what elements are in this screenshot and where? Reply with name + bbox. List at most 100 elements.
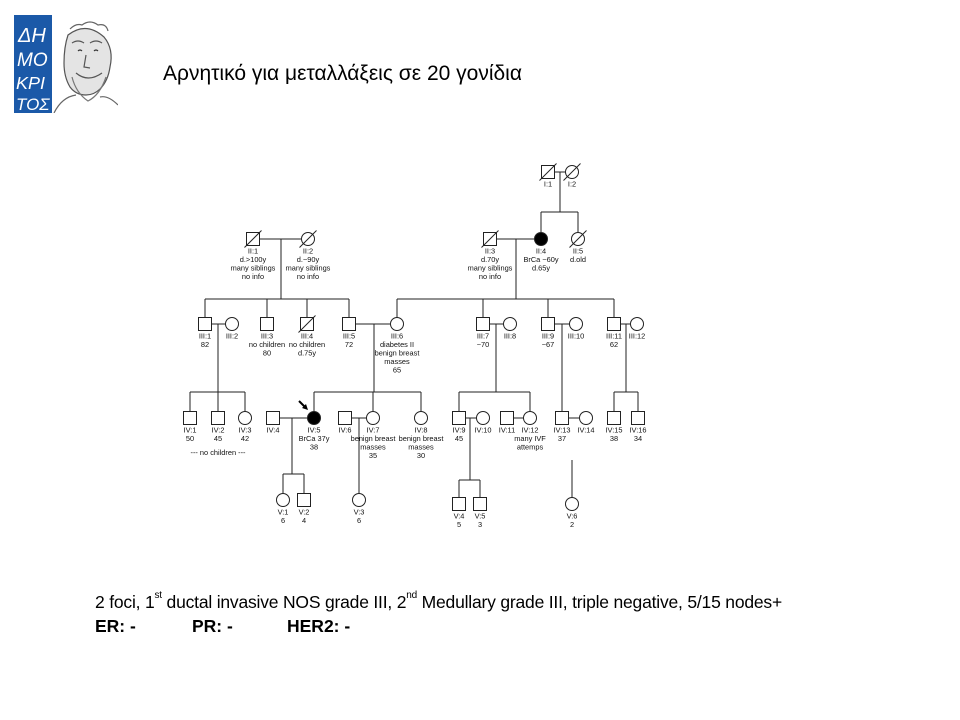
individual-v-6-id-label: V:6 [567, 512, 578, 521]
caption-sup-1: st [154, 590, 162, 601]
individual-ii-5-note: d.old [570, 255, 586, 264]
individual-ii-3-note: many siblings [468, 264, 513, 273]
individual-ii-2-note: no info [297, 272, 319, 281]
individual-v-2-male-symbol [297, 493, 311, 507]
individual-iii-8-female-symbol [503, 317, 517, 331]
individual-iv-2-male-symbol [211, 411, 225, 425]
individual-v-3-female-symbol [352, 493, 366, 507]
individual-iii-5-note: 72 [345, 340, 353, 349]
individual-iv-15-note: 38 [610, 434, 618, 443]
individual-iv-7-note: benign breast [351, 434, 396, 443]
individual-i-2-id-label: I:2 [568, 180, 576, 189]
individual-iii-11-note: 62 [610, 340, 618, 349]
individual-v-3-id-label: V:3 [354, 508, 365, 517]
individual-iii-4-id-label: III:4 [301, 332, 313, 341]
pathology-caption: 2 foci, 1st ductal invasive NOS grade II… [95, 590, 783, 613]
individual-iv-8-female-symbol [414, 411, 428, 425]
individual-iv-16-male-symbol [631, 411, 645, 425]
individual-ii-4-female-symbol [534, 232, 548, 246]
individual-i-1-id-label: I:1 [544, 180, 552, 189]
individual-iv-7-id-label: IV:7 [367, 426, 380, 435]
individual-iv-1-note: 50 [186, 434, 194, 443]
no-children-annotation: --- no children --- [190, 448, 246, 457]
individual-ii-1-note: d.>100y [240, 255, 267, 264]
democritus-logo: ΔΗ ΜΟ ΚΡΙ ΤΟΣ [14, 15, 119, 114]
individual-iii-4-deceased-slash [298, 315, 316, 333]
individual-iv-14-female-symbol [579, 411, 593, 425]
individual-iv-10-id-label: IV:10 [475, 426, 492, 435]
individual-iii-4-note: d.75y [298, 349, 316, 358]
individual-ii-5-deceased-slash [569, 230, 587, 248]
individual-iii-5-male-symbol [342, 317, 356, 331]
receptor-er: ER: - [95, 616, 136, 636]
individual-ii-1-deceased-slash [244, 230, 262, 248]
individual-v-1-id-label: V:1 [278, 508, 289, 517]
individual-iv-1-male-symbol [183, 411, 197, 425]
individual-iii-1-note: 82 [201, 340, 209, 349]
individual-iv-14-id-label: IV:14 [578, 426, 595, 435]
individual-ii-4-note: BrCa ~60y [523, 255, 558, 264]
individual-iii-5-id-label: III:5 [343, 332, 355, 341]
individual-iii-4-note: no children [289, 340, 325, 349]
individual-iv-16-note: 34 [634, 434, 642, 443]
logo-letters-3: ΚΡΙ [16, 73, 45, 93]
individual-iv-4-male-symbol [266, 411, 280, 425]
individual-iv-8-note: benign breast [399, 434, 444, 443]
individual-iv-9-male-symbol [452, 411, 466, 425]
individual-iv-16-id-label: IV:16 [630, 426, 647, 435]
individual-i-1-deceased-slash [539, 163, 557, 181]
individual-iii-1-id-label: III:1 [199, 332, 211, 341]
individual-iv-8-id-label: IV:8 [415, 426, 428, 435]
individual-iii-1-male-symbol [198, 317, 212, 331]
individual-iv-6-male-symbol [338, 411, 352, 425]
individual-iii-3-note: 80 [263, 349, 271, 358]
individual-ii-2-id-label: II:2 [303, 247, 313, 256]
individual-iv-1-id-label: IV:1 [184, 426, 197, 435]
individual-iv-12-note: many IVF [514, 434, 546, 443]
individual-iv-3-female-symbol [238, 411, 252, 425]
individual-iv-5-female-symbol [307, 411, 321, 425]
individual-v-3-note: 6 [357, 516, 361, 525]
individual-iv-6-id-label: IV:6 [339, 426, 352, 435]
individual-iv-8-note: 30 [417, 451, 425, 460]
individual-iii-10-female-symbol [569, 317, 583, 331]
individual-iv-8-note: masses [408, 443, 434, 452]
individual-v-1-female-symbol [276, 493, 290, 507]
receptor-status: ER: -PR: -HER2: - [95, 616, 350, 637]
individual-v-6-female-symbol [565, 497, 579, 511]
individual-iv-9-id-label: IV:9 [453, 426, 466, 435]
individual-iv-5-id-label: IV:5 [308, 426, 321, 435]
individual-iii-6-note: 65 [393, 366, 401, 375]
individual-v-4-male-symbol [452, 497, 466, 511]
caption-sup-2: nd [406, 590, 417, 601]
individual-iii-6-note: masses [384, 357, 410, 366]
individual-iv-2-note: 45 [214, 434, 222, 443]
individual-i-2-deceased-slash [563, 163, 581, 181]
individual-iv-15-male-symbol [607, 411, 621, 425]
individual-iv-7-note: 35 [369, 451, 377, 460]
individual-iv-2-id-label: IV:2 [212, 426, 225, 435]
individual-iii-3-note: no children [249, 340, 285, 349]
individual-iv-10-female-symbol [476, 411, 490, 425]
individual-ii-3-note: d.70y [481, 255, 499, 264]
individual-v-5-note: 3 [478, 520, 482, 529]
individual-iii-6-note: diabetes II [380, 340, 414, 349]
individual-v-4-note: 5 [457, 520, 461, 529]
page-title: Αρνητικό για μεταλλάξεις σε 20 γονίδια [163, 62, 522, 85]
individual-iv-3-id-label: IV:3 [239, 426, 252, 435]
individual-ii-3-deceased-slash [481, 230, 499, 248]
individual-iii-6-id-label: III:6 [391, 332, 403, 341]
individual-iv-12-id-label: IV:12 [522, 426, 539, 435]
individual-ii-4-id-label: II:4 [536, 247, 546, 256]
individual-ii-3-id-label: II:3 [485, 247, 495, 256]
individual-ii-5-id-label: II:5 [573, 247, 583, 256]
individual-iii-9-male-symbol [541, 317, 555, 331]
individual-iii-7-note: ~70 [477, 340, 490, 349]
individual-ii-2-deceased-slash [299, 230, 317, 248]
caption-part-3: Medullary grade III, triple negative, 5/… [416, 592, 783, 612]
receptor-her2: HER2: - [287, 616, 351, 636]
individual-iv-5-note: BrCa 37y [299, 434, 330, 443]
individual-ii-2-note: many siblings [286, 264, 331, 273]
individual-iii-2-female-symbol [225, 317, 239, 331]
individual-iv-9-note: 45 [455, 434, 463, 443]
